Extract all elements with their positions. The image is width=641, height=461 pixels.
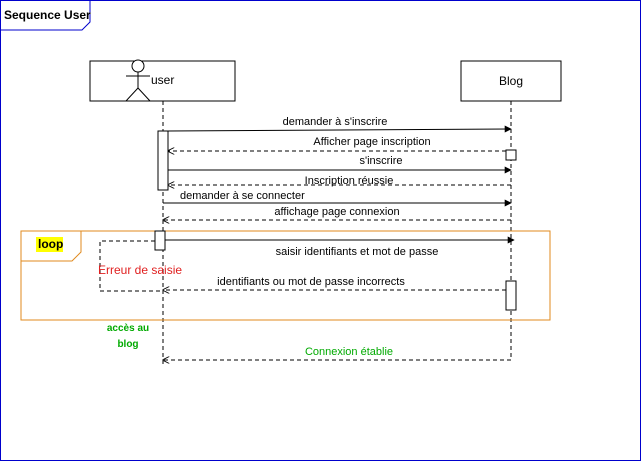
message-label-3: s'inscrire: [359, 155, 402, 167]
error-return-path: [99, 240, 163, 292]
activation-blog-2: [505, 280, 517, 311]
lifeline-user-head[interactable]: [89, 60, 236, 102]
loop-fragment: [20, 230, 551, 321]
activation-user-2: [154, 230, 166, 251]
activation-user-1: [157, 130, 169, 191]
loop-label-highlight: [36, 237, 63, 252]
message-arrow-1[interactable]: [167, 125, 512, 133]
message-label-6: affichage page connexion: [274, 206, 399, 218]
message-label-2: Afficher page inscription: [313, 136, 430, 148]
lifeline-blog-head[interactable]: [460, 60, 562, 102]
activation-blog-1: [505, 149, 517, 161]
error-note: Erreur de saisie: [98, 263, 182, 277]
loop-label: loop: [38, 237, 63, 251]
message-label-7: saisir identifiants et mot de passe: [276, 246, 439, 258]
lifeline-blog-label: Blog: [499, 74, 523, 88]
access-note-line-1: accès au: [107, 323, 149, 334]
lifeline-user-label: user: [151, 73, 174, 87]
frame-title-tab: [0, 0, 91, 31]
frame-title: Sequence User: [4, 8, 91, 22]
actor-icon: [125, 59, 151, 102]
message-label-4: Inscription réussie: [305, 175, 394, 187]
message-label-1: demander à s'inscrire: [283, 116, 388, 128]
message-label-8: identifiants ou mot de passe incorrects: [217, 276, 405, 288]
access-note-line-2: blog: [117, 339, 138, 350]
message-label-5: demander à se connecter: [180, 190, 305, 202]
message-label-9: Connexion établie: [305, 346, 393, 358]
